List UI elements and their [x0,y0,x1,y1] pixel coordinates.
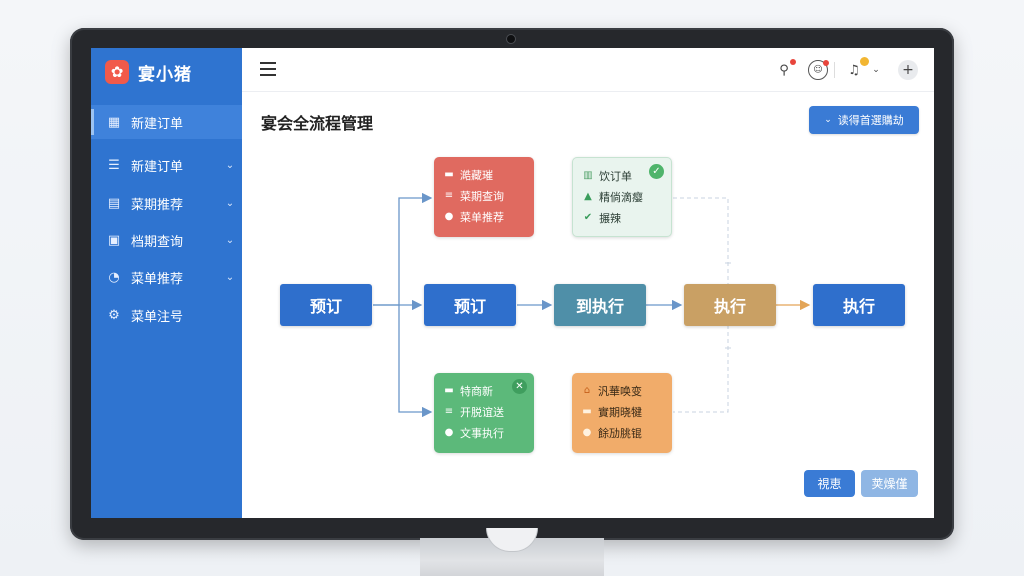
flow-card-green[interactable]: ✕ ▬ 特商新 ≡ 开脱谊送 ● 文事执行 [434,373,534,453]
card-row-text: 特商新 [460,384,493,398]
card-row-text: 饮订单 [599,169,632,183]
sidebar-item-label: 菜单推荐 [131,271,184,287]
flow-node-label: 执行 [713,297,746,316]
chevron-down-icon: ⌄ [225,159,235,171]
add-icon[interactable]: + [898,60,918,80]
doc-icon: ▬ [582,406,592,417]
search-icon[interactable]: ⚲ [774,59,796,80]
flow-card-orange[interactable]: ⌂ 汎華唤变 ▬ 實期晓犍 ● 餘劢朓锟 [572,373,672,453]
chevron-down-icon: ⌄ [824,115,832,125]
menu-toggle-icon[interactable] [260,62,276,76]
app-name: 宴小猪 [138,64,192,85]
card-row-text: 开脱谊送 [460,405,504,419]
topbar: ⚲ ☺ ♫ ⌄ + [242,48,934,92]
topbar-divider [834,62,835,78]
card-row-text: 餘劢朓锟 [598,426,642,440]
check-icon: ✓ [649,164,664,179]
header-action-button[interactable]: ⌄ 读得首選購劫 [809,106,919,134]
sidebar-item-new-order[interactable]: ▦ 新建订单 [91,105,242,139]
dot-icon: ● [444,211,454,222]
flow-node-booking[interactable]: 预订 [280,284,372,326]
card-row-text: 文事执行 [460,426,504,440]
card-icon: ▬ [444,169,454,180]
card-row-text: 精倘滴瘿 [599,190,643,204]
connector-to-top-card [373,192,433,306]
list-icon: ≡ [444,406,454,417]
sidebar-item-schedule-query[interactable]: ▣ 档期查询 ⌄ [91,223,242,257]
pie-chart-icon: ◔ [108,269,120,285]
chevron-down-icon: ⌄ [225,197,235,209]
chevron-down-icon[interactable]: ⌄ [872,65,880,75]
chat-icon: ● [444,427,454,438]
flow-node-to-execute[interactable]: 到执行 [554,284,646,326]
sidebar-item-menu-register[interactable]: ⚙ 菜单注号 [91,298,242,332]
flow-node-execute[interactable]: 执行 [684,284,776,326]
flow-node-label: 执行 [842,297,875,316]
card-icon: ▬ [444,385,454,396]
clock-icon: ● [582,427,592,438]
sidebar-item-menu-recommend[interactable]: ▤ 菜期推荐 ⌄ [91,186,242,220]
sidebar-item-label: 菜单注号 [131,309,184,325]
dashed-connector-ticks [725,262,731,349]
bell-icon[interactable]: ♫ [844,57,869,80]
flow-node-booking-2[interactable]: 预订 [424,284,516,326]
sidebar-item-label: 新建订单 [131,116,184,132]
footer-button-1[interactable]: 視恵 [804,470,855,497]
flow-node-label: 到执行 [575,297,624,316]
card-row-text: 搌辣 [599,211,621,225]
page-title: 宴会全流程管理 [261,114,374,133]
card-row-text: 菜单推荐 [460,210,504,224]
check-circle-icon: ✔ [583,212,593,223]
card-row-text: 菜期查询 [460,189,504,203]
close-icon: ✕ [512,379,527,394]
document-icon: ▤ [107,195,121,211]
footer-button-2[interactable]: 荚燥僅 [861,470,918,497]
flow-node-execute-2[interactable]: 执行 [813,284,905,326]
flow-node-label: 预订 [309,297,342,316]
home-icon: ⌂ [583,385,591,396]
card-row-text: 汎華唤变 [598,384,642,398]
flow-card-red[interactable]: ▬ 澔藏璀 ≡ 菜期查询 ● 菜单推荐 [434,157,534,237]
card-row-text: 澔藏璀 [460,168,493,182]
card-row-text: 實期晓犍 [598,405,642,419]
brand[interactable]: ✿ 宴小猪 [105,58,192,86]
chevron-down-icon: ⌄ [225,234,235,246]
list-icon: ☰ [108,157,120,173]
sidebar-item-label: 新建订单 [131,159,184,175]
calendar-icon: ▣ [107,232,121,248]
camera-icon [507,35,515,43]
sidebar-item-label: 档期查询 [131,234,184,250]
grid-icon: ▦ [107,114,121,130]
flow-card-green-light[interactable]: ✓ ▥ 饮订单 ▲ 精倘滴瘿 ✔ 搌辣 [572,157,672,237]
user-icon[interactable]: ☺ [808,60,829,80]
sidebar-item-label: 菜期推荐 [131,197,184,213]
brand-logo-icon: ✿ [105,60,129,84]
gear-icon: ⚙ [108,307,120,323]
triangle-icon: ▲ [584,191,592,202]
header-action-label: 读得首選購劫 [837,114,904,127]
flow-node-label: 预订 [453,297,486,316]
connector-to-bottom-card [398,305,433,418]
sidebar-item-new-order-2[interactable]: ☰ 新建订单 ⌄ [91,148,242,182]
doc-icon: ▥ [583,170,593,181]
chevron-down-icon: ⌄ [225,271,235,283]
database-icon: ≡ [444,190,454,201]
sidebar: ✿ 宴小猪 ▦ 新建订单 ☰ 新建订单 ⌄ ▤ 菜期推荐 ⌄ ▣ 档期查询 ⌄ … [91,48,242,518]
sidebar-item-menu-recommend-2[interactable]: ◔ 菜单推荐 ⌄ [91,260,242,294]
app-screen: ✿ 宴小猪 ▦ 新建订单 ☰ 新建订单 ⌄ ▤ 菜期推荐 ⌄ ▣ 档期查询 ⌄ … [91,48,934,518]
